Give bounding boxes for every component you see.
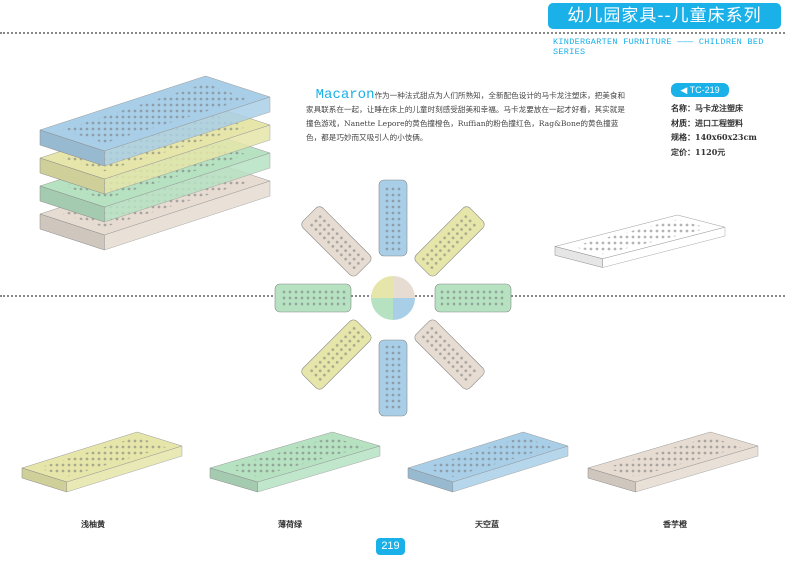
color-label-yellow: 浅柚黄 (81, 519, 105, 529)
stacked-beds-image (39, 75, 271, 251)
color-wheel-segment (393, 298, 415, 320)
spec-price: 定价：1120元 (671, 146, 726, 157)
flower-petal-bed (414, 319, 485, 390)
top-divider (0, 32, 785, 34)
page-number: 219 (376, 538, 405, 555)
color-flower-image (274, 179, 512, 417)
outline-bed-image (554, 214, 726, 268)
flower-petal-bed (378, 339, 408, 417)
spec-name: 名称：马卡龙注塑床 (671, 103, 743, 113)
brand-name: Macaron (315, 87, 375, 103)
intro-text: 作为一种法式甜点为人们所熟知，全新配色设计的马卡龙注塑床，把美食和家具联系在一起… (306, 91, 626, 142)
spec-material: 材质：进口工程塑料 (671, 117, 743, 128)
color-wheel-segment (393, 276, 415, 298)
single-bed-blue (407, 431, 569, 493)
product-specs: 名称：马卡龙注塑床 材质：进口工程塑料 规格：140x60x23cm 定价：11… (671, 101, 757, 159)
color-wheel-segment (371, 276, 393, 298)
single-bed-yellow (21, 431, 183, 493)
color-label-blue: 天空蓝 (475, 519, 499, 529)
flower-petal-bed (378, 179, 408, 257)
flower-petal-bed (301, 206, 372, 277)
outline-bed (554, 214, 726, 268)
flower-petal-bed (274, 283, 352, 313)
single-bed-beige (587, 431, 759, 493)
flower-petal-bed (414, 206, 485, 277)
flower-petal-bed (434, 283, 512, 313)
color-label-beige: 香芋橙 (663, 519, 687, 529)
flower-petal-bed (301, 319, 372, 390)
spec-size: 规格：140x60x23cm (671, 132, 757, 142)
single-beds-image (21, 431, 759, 493)
single-bed-green (209, 431, 381, 493)
color-label-green: 薄荷绿 (278, 519, 302, 529)
color-wheel-segment (371, 298, 393, 320)
page-title: 幼儿园家具--儿童床系列 (548, 3, 781, 29)
page-subtitle: KINDERGARTEN FURNITURE ——— CHILDREN BED … (553, 37, 764, 57)
intro-paragraph: Macaron作为一种法式甜点为人们所熟知，全新配色设计的马卡龙注塑床，把美食和… (306, 88, 626, 145)
product-code-badge: ◀ TC-219 (671, 83, 729, 97)
stack-bed-blue (39, 75, 271, 167)
